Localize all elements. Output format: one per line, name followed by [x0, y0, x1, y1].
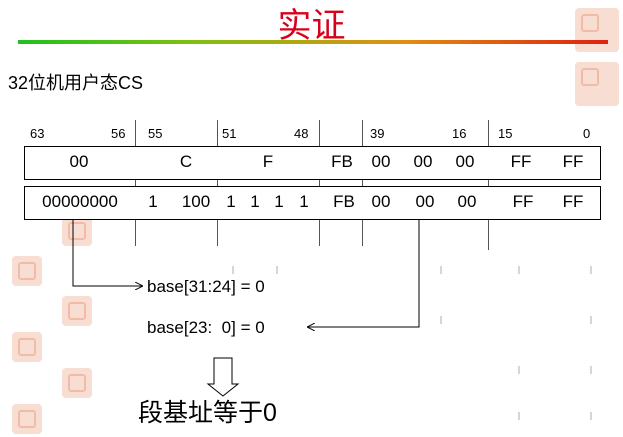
background-mark	[590, 412, 592, 420]
bit-label-48: 48	[294, 126, 309, 141]
row1-limit-f: F	[262, 152, 274, 171]
row2-base-byte: 00	[371, 192, 391, 211]
row1-base-high: 00	[69, 152, 89, 171]
row2-granularity: 1	[148, 192, 158, 211]
row2-base-high: 00000000	[42, 192, 118, 211]
bit-label-56: 56	[111, 126, 126, 141]
row1-base-byte: 00	[371, 152, 391, 171]
bit-label-55: 55	[148, 126, 163, 141]
row2-limit-byte: FF	[562, 192, 584, 211]
decorative-seal	[62, 296, 92, 326]
row2-limit-byte: FF	[512, 192, 534, 211]
row1-base-byte: 00	[455, 152, 475, 171]
row2-flags: 100	[181, 192, 211, 211]
background-mark	[518, 266, 520, 274]
decorative-seal	[575, 62, 619, 106]
subtitle: 32位机用户态CS	[8, 73, 144, 93]
bit-label-51: 51	[222, 126, 237, 141]
decorative-seal	[575, 8, 619, 52]
row2-limit-bit: 1	[274, 192, 284, 211]
bit-label-63: 63	[30, 126, 45, 141]
title-underline	[18, 40, 608, 44]
background-mark	[518, 412, 520, 420]
decorative-seal	[62, 216, 92, 246]
decorative-seal	[12, 332, 42, 362]
bit-label-39: 39	[370, 126, 385, 141]
row1-base-byte: 00	[413, 152, 433, 171]
row2-limit-bit: 1	[226, 192, 236, 211]
background-mark	[440, 266, 442, 274]
row1-access-fb: FB	[331, 152, 353, 171]
decorative-seal	[12, 404, 42, 434]
decorative-seal	[62, 368, 92, 398]
descriptor-row-binary	[24, 186, 601, 220]
field-separator	[135, 120, 136, 246]
row2-base-byte: 00	[415, 192, 435, 211]
background-mark	[590, 266, 592, 274]
descriptor-row-hex	[24, 146, 601, 180]
row2-limit-bit: 1	[299, 192, 309, 211]
bit-label-15: 15	[498, 126, 513, 141]
background-mark	[276, 266, 278, 274]
background-mark	[590, 316, 592, 324]
decorative-seal	[12, 256, 42, 286]
row1-flags-c: C	[179, 152, 193, 171]
row1-limit-byte: FF	[562, 152, 584, 171]
background-mark	[590, 366, 592, 374]
row2-access-fb: FB	[333, 192, 355, 211]
background-mark	[518, 366, 520, 374]
bit-label-0: 0	[583, 126, 591, 141]
field-separator	[217, 120, 218, 246]
conclusion-text: 段基址等于0	[138, 399, 277, 427]
row1-limit-byte: FF	[510, 152, 532, 171]
background-mark	[440, 316, 442, 324]
slide-title: 实证	[277, 6, 346, 46]
field-separator	[362, 120, 363, 246]
base-high-annotation: base[31:24] = 0	[147, 277, 265, 296]
bit-label-16: 16	[452, 126, 467, 141]
field-separator	[488, 120, 489, 250]
row2-limit-bit: 1	[250, 192, 260, 211]
base-low-annotation: base[23: 0] = 0	[147, 318, 265, 337]
background-mark	[232, 266, 234, 274]
field-separator	[319, 120, 320, 246]
row2-base-byte: 00	[457, 192, 477, 211]
